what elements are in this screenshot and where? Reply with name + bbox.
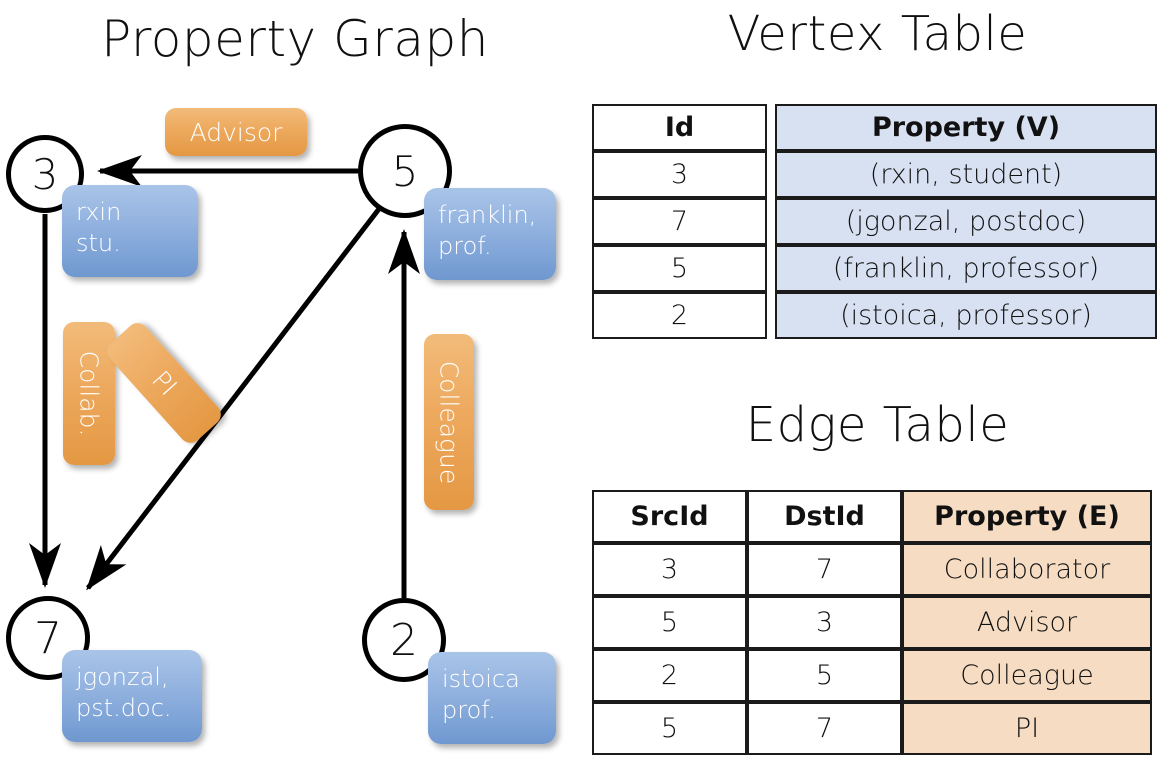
edge-5-to-7 (86, 203, 384, 591)
table-row: 5 7 PI (592, 702, 1152, 755)
edge-cell-dstid: 7 (747, 543, 902, 596)
edge-cell-dstid: 7 (747, 702, 902, 755)
node-property-line-1: franklin, (438, 201, 537, 229)
node-property-box-7: jgonzal, pst.doc. (62, 650, 202, 742)
table-header-row: SrcId DstId Property (E) (592, 490, 1152, 543)
edge-label-advisor: Advisor (165, 108, 307, 156)
node-property-line-2: pst.doc. (76, 694, 172, 723)
vertex-cell-id: 7 (592, 198, 767, 245)
column-gap (767, 198, 775, 245)
vertex-table-title: Vertex Table (727, 6, 1028, 62)
table-row: 2 (istoica, professor) (592, 292, 1157, 339)
edge-header-property: Property (E) (902, 490, 1152, 543)
edge-table-title: Edge Table (745, 397, 1010, 453)
table-row: 7 (jgonzal, postdoc) (592, 198, 1157, 245)
vertex-cell-id: 5 (592, 245, 767, 292)
table-row: 3 7 Collaborator (592, 543, 1152, 596)
vertex-cell-property: (istoica, professor) (775, 292, 1157, 339)
edge-label-text: Advisor (189, 117, 283, 147)
graph-node-2[interactable]: 2 (362, 598, 446, 682)
node-property-box-3: rxin stu. (62, 185, 198, 277)
edge-label-collab: Collab. (63, 322, 115, 465)
column-gap (767, 245, 775, 292)
vertex-header-id: Id (592, 104, 767, 151)
edge-label-colleague: Colleague (424, 334, 474, 510)
table-header-row: Id Property (V) (592, 104, 1157, 151)
edge-cell-srcid: 2 (592, 649, 747, 702)
vertex-cell-property: (rxin, student) (775, 151, 1157, 198)
node-property-line-1: jgonzal, (76, 663, 169, 691)
vertex-cell-id: 2 (592, 292, 767, 339)
table-row: 5 (franklin, professor) (592, 245, 1157, 292)
vertex-cell-property: (jgonzal, postdoc) (775, 198, 1157, 245)
edge-cell-dstid: 5 (747, 649, 902, 702)
edge-cell-dstid: 3 (747, 596, 902, 649)
edge-label-text: Collab. (74, 350, 104, 437)
edge-header-dstid: DstId (747, 490, 902, 543)
edge-cell-property: Colleague (902, 649, 1152, 702)
node-property-line-2: stu. (76, 229, 121, 258)
property-graph-title: Property Graph (101, 10, 489, 68)
node-property-box-2: istoica prof. (428, 652, 556, 744)
node-property-line-2: prof. (442, 696, 496, 725)
graph-node-5[interactable]: 5 (358, 124, 452, 218)
edge-cell-srcid: 5 (592, 702, 747, 755)
edge-table: SrcId DstId Property (E) 3 7 Collaborato… (592, 490, 1152, 755)
vertex-table: Id Property (V) 3 (rxin, student) 7 (jgo… (592, 104, 1157, 339)
edge-cell-property: Advisor (902, 596, 1152, 649)
edge-header-srcid: SrcId (592, 490, 747, 543)
table-row: 5 3 Advisor (592, 596, 1152, 649)
column-gap (767, 292, 775, 339)
table-row: 3 (rxin, student) (592, 151, 1157, 198)
node-property-box-5: franklin, prof. (424, 188, 556, 280)
graph-edges-svg (29, 155, 420, 598)
column-gap (767, 104, 775, 151)
vertex-header-property: Property (V) (775, 104, 1157, 151)
vertex-cell-id: 3 (592, 151, 767, 198)
vertex-cell-property: (franklin, professor) (775, 245, 1157, 292)
edge-cell-property: Collaborator (902, 543, 1152, 596)
edge-cell-property: PI (902, 702, 1152, 755)
edge-label-text: PI (145, 364, 183, 402)
property-graph-diagram: 3 5 7 2 rxin stu. franklin, prof. jgonza… (6, 108, 556, 744)
node-property-line-2: prof. (438, 232, 492, 261)
edge-label-text: Colleague (434, 360, 464, 484)
node-property-line-1: istoica (442, 665, 520, 693)
edge-cell-srcid: 3 (592, 543, 747, 596)
edge-cell-srcid: 5 (592, 596, 747, 649)
node-property-line-1: rxin (76, 198, 122, 226)
table-row: 2 5 Colleague (592, 649, 1152, 702)
column-gap (767, 151, 775, 198)
